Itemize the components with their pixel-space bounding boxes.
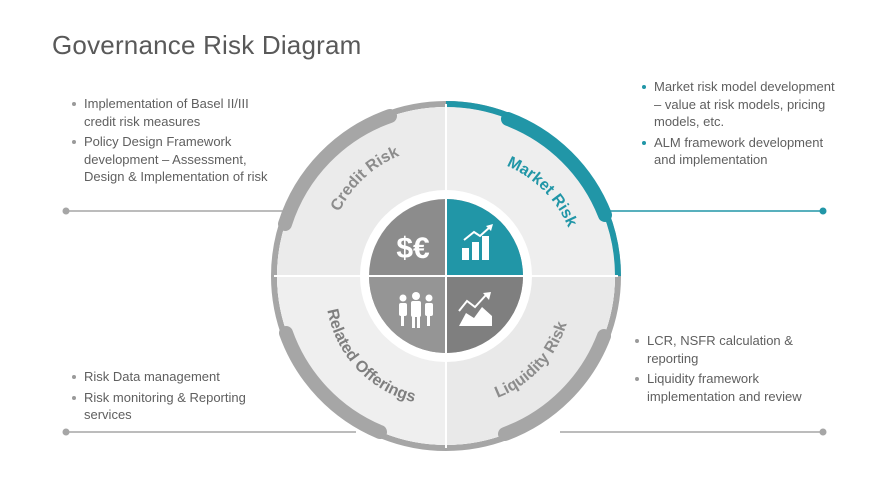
list-item: Policy Design Framework development – As…	[70, 133, 270, 186]
list-item: Risk Data management	[70, 368, 270, 386]
list-item: Liquidity framework implementation and r…	[633, 370, 833, 405]
list-item: Implementation of Basel II/III credit ri…	[70, 95, 270, 130]
page-title: Governance Risk Diagram	[52, 30, 362, 60]
market-risk-bullets: Market risk model development – value at…	[640, 78, 840, 172]
credit-risk-bullets: Implementation of Basel II/III credit ri…	[70, 95, 270, 189]
currency-icon: $€	[396, 232, 430, 265]
arc-accent-liquidity	[498, 329, 611, 441]
connector-dot-liquidity	[819, 428, 827, 436]
arc-accent-related	[279, 326, 387, 439]
list-item: Risk monitoring & Reporting services	[70, 389, 270, 424]
arc-accent-market	[501, 112, 612, 222]
list-item: Market risk model development – value at…	[640, 78, 840, 131]
connector-lines	[62, 207, 827, 436]
ring-arc-accents	[278, 109, 612, 441]
related-offerings-bullets: Risk Data management Risk monitoring & R…	[70, 368, 270, 427]
connector-dot-related	[62, 428, 70, 436]
trend-chart-icon	[458, 292, 492, 326]
center-quadrant-related	[369, 276, 446, 353]
list-item: LCR, NSFR calculation & reporting	[633, 332, 833, 367]
connector-dot-credit	[62, 207, 70, 215]
bar-chart-icon	[462, 224, 493, 260]
list-item: ALM framework development and implementa…	[640, 134, 840, 169]
liquidity-risk-bullets: LCR, NSFR calculation & reporting Liquid…	[633, 332, 833, 408]
connector-dot-market	[819, 207, 827, 215]
arc-accent-credit	[278, 109, 397, 231]
people-icon	[399, 292, 433, 328]
